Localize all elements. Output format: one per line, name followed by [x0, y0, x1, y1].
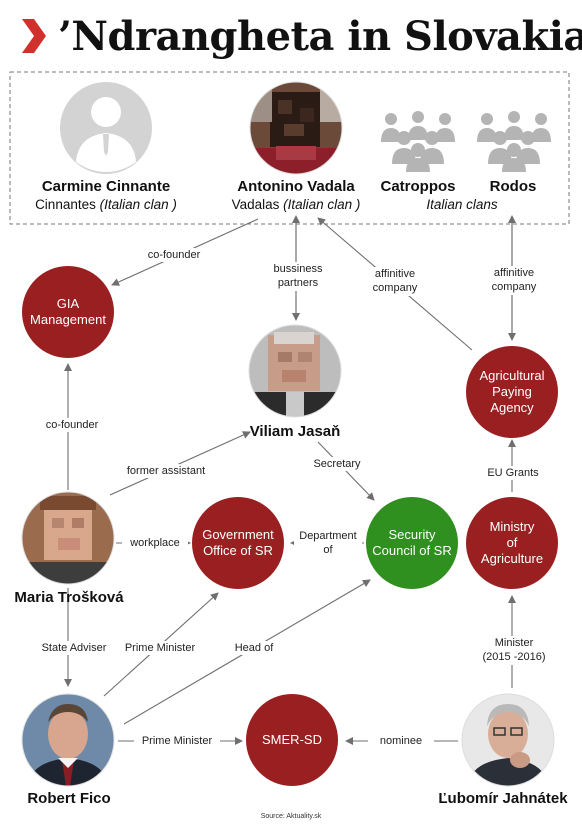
ministry-of-agriculture-node: Ministry of Agriculture [466, 497, 558, 589]
chevron-right-icon [22, 19, 46, 53]
edge-label-former-assistant: former assistant [118, 464, 214, 479]
edge-label-head-of: Head of [226, 641, 282, 656]
edge-label-state-adviser: State Adviser [32, 641, 116, 656]
edge-label-department: Department of [294, 529, 362, 558]
fico-name: Robert Fico [27, 790, 111, 807]
edge-label-minister: Minister (2015 -2016) [472, 636, 556, 665]
edge-label-cofounder-left: co-founder [34, 418, 110, 433]
security-council-node: Security Council of SR [366, 497, 458, 589]
cinnante-name: Carmine Cinnante [41, 178, 171, 195]
vadala-clan: Vadalas (Italian clan ) [206, 197, 386, 214]
cinnante-clan-name: Cinnantes [35, 197, 96, 212]
cinnante-avatar [60, 82, 152, 174]
vadala-avatar [250, 82, 342, 174]
cinnante-clan-note: (Italian clan ) [99, 197, 177, 212]
edge-label-affinitive-2: affinitive company [472, 266, 556, 295]
smer-sd-node: SMER-SD [246, 694, 338, 786]
edge-label-prime-minister-2: Prime Minister [134, 734, 220, 749]
italian-clans-note: Italian clans [426, 197, 498, 212]
edge-label-workplace: workplace [122, 536, 188, 551]
gia-management-node: GIA Management [22, 266, 114, 358]
edge-label-nominee: nominee [368, 734, 434, 749]
edge-label-affinitive-1: affinitive company [352, 267, 438, 296]
troskova-name: Maria Trošková [14, 589, 124, 606]
cinnante-clan: Cinnantes (Italian clan ) [16, 197, 196, 214]
agricultural-paying-agency-node: Agricultural Paying Agency [466, 346, 558, 438]
edge-label-cofounder-top: co-founder [134, 248, 214, 263]
jahnatek-name: Ľubomír Jahnátek [438, 790, 568, 807]
edge-label-business: bussiness partners [262, 262, 334, 291]
jasan-avatar [249, 325, 341, 417]
fico-avatar [22, 694, 114, 786]
diagram-title: ’Ndrangheta in Slovakia [20, 10, 582, 62]
edge-label-secretary: Secretary [306, 457, 368, 472]
troskova-avatar [22, 492, 114, 584]
catroppos-group-icon [381, 111, 455, 172]
catroppos-name: Catroppos [380, 178, 456, 195]
vadala-clan-name: Vadalas [231, 197, 280, 212]
italian-clans-box [9, 71, 570, 225]
rodos-name: Rodos [489, 178, 537, 195]
vadala-clan-note: (Italian clan ) [283, 197, 361, 212]
edge-label-eu-grants: EU Grants [478, 466, 548, 481]
connectors [64, 215, 516, 745]
source-credit: Source: Aktuality.sk [260, 813, 322, 820]
government-office-node: Government Office of SR [192, 497, 284, 589]
jahnatek-avatar [462, 694, 554, 786]
edge-troskova-jasan [109, 431, 251, 496]
vadala-name: Antonino Vadala [237, 178, 355, 195]
page-title: ’Ndrangheta in Slovakia [58, 12, 582, 60]
jasan-name: Viliam Jasaň [249, 423, 341, 440]
edge-label-prime-minister-1: Prime Minister [118, 641, 202, 656]
rodos-group-icon [477, 111, 551, 172]
